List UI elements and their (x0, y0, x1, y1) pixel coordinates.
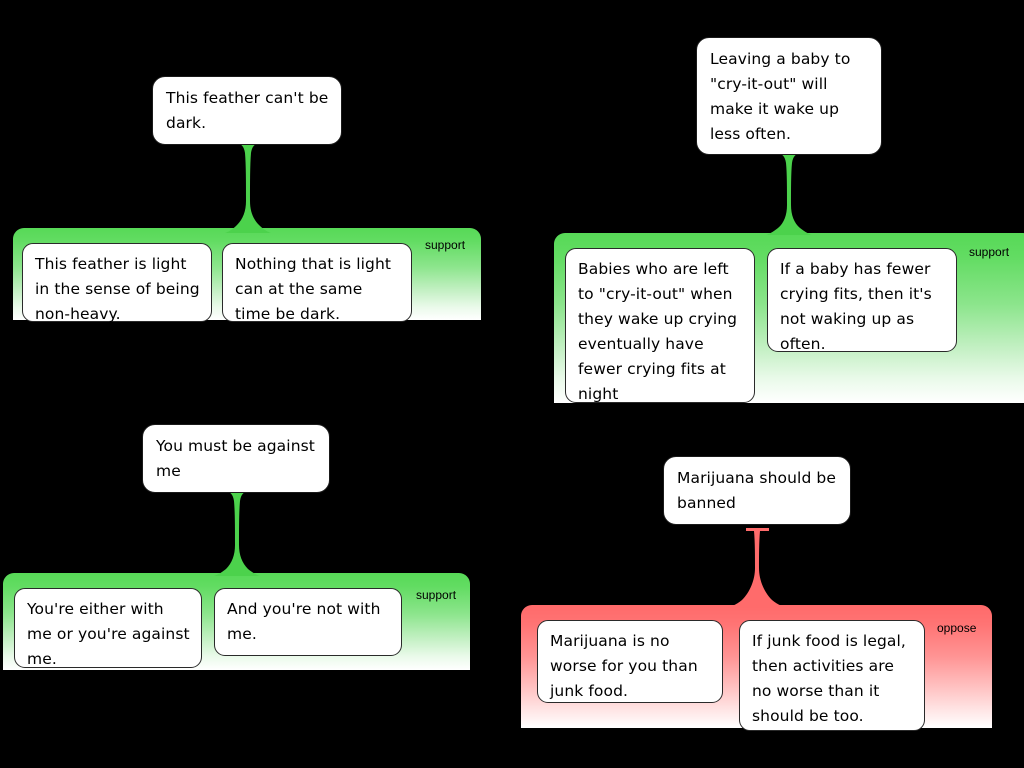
premise-box[interactable]: And you're not with me. (214, 588, 402, 656)
claim-box[interactable]: Leaving a baby to "cry-it-out" will make… (696, 37, 882, 155)
premise-box[interactable]: Babies who are left to "cry-it-out" when… (565, 248, 755, 403)
premise-box[interactable]: If a baby has fewer crying fits, then it… (767, 248, 957, 353)
support-connector (225, 143, 271, 233)
premise-box[interactable]: Marijuana is no worse for you than junk … (537, 620, 723, 703)
premise-box[interactable]: Nothing that is light can at the same ti… (222, 243, 412, 323)
claim-box[interactable]: Marijuana should be banned (663, 456, 851, 525)
claim-box[interactable]: This feather can't be dark. (152, 76, 342, 145)
premise-box[interactable]: This feather is light in the sense of be… (22, 243, 212, 323)
band-label-oppose: oppose (937, 621, 977, 635)
band-label-support: support (425, 238, 466, 252)
premise-box[interactable]: If junk food is legal, then activities a… (739, 620, 925, 731)
oppose-connector (726, 528, 788, 608)
support-connector (214, 491, 260, 576)
band-label-support: support (416, 588, 457, 602)
band-label-support: support (969, 245, 1010, 259)
support-connector (766, 153, 812, 235)
premise-box[interactable]: You're either with me or you're against … (14, 588, 202, 668)
claim-box[interactable]: You must be against me (142, 424, 330, 493)
